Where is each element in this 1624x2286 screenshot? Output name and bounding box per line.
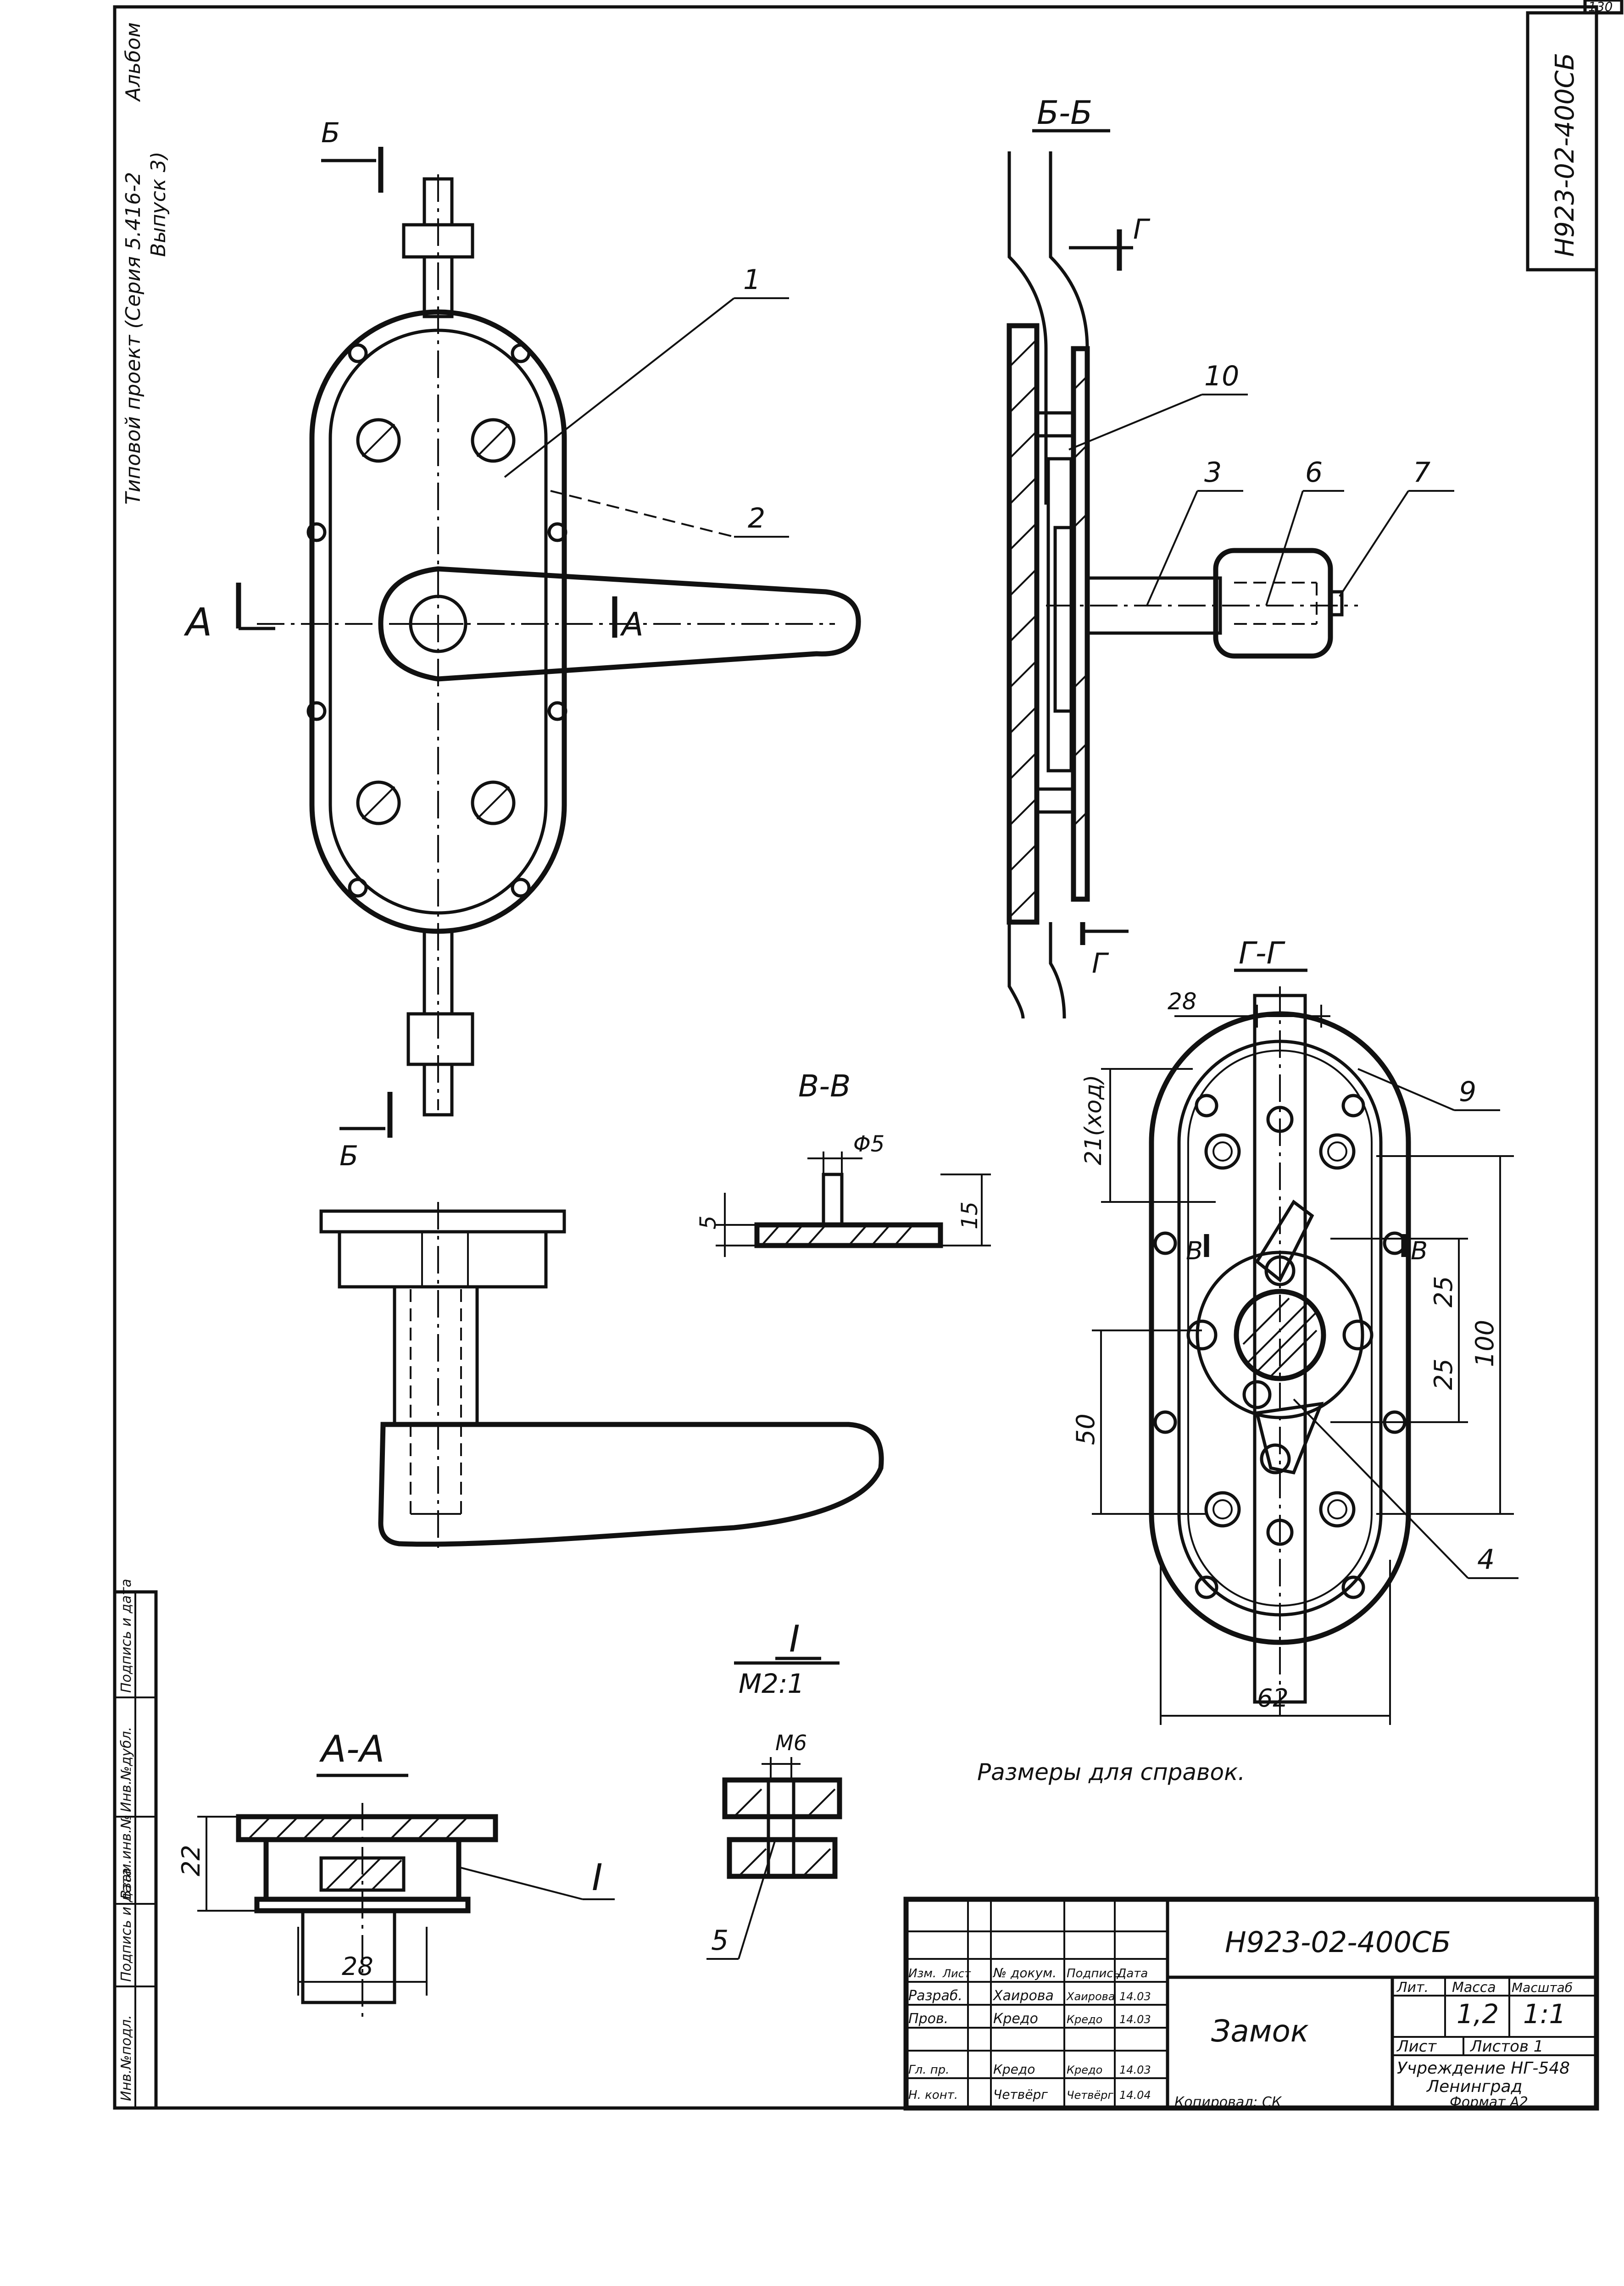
tb-r2-role: Пров. xyxy=(908,2011,948,2027)
detail-i-scale: М2:1 xyxy=(739,1668,804,1699)
tb-r1-sign: Хаирова xyxy=(1066,1990,1115,2003)
tb-col-doc: № докум. xyxy=(992,1965,1057,1980)
cut-label-a-left: А xyxy=(184,600,212,645)
dim-25-top: 25 xyxy=(1429,1276,1458,1307)
dim-28-aa: 28 xyxy=(342,1952,373,1981)
section-aa: А-А 22 28 I xyxy=(177,1728,615,2019)
tb-col-date: Дата xyxy=(1117,1967,1148,1980)
tb-hdr-lit: Лит. xyxy=(1396,1980,1429,1996)
callout-3: 3 xyxy=(1204,456,1222,489)
tb-r2-date: 14.03 xyxy=(1119,2013,1151,2026)
cut-label-a-mid: А xyxy=(620,606,644,643)
callout-10: 10 xyxy=(1204,360,1239,392)
tb-r1-role: Разраб. xyxy=(908,1988,962,2004)
left-strip: Инв.№подл. Подпись и дата Взам.инв.№ Инв… xyxy=(113,1579,158,2110)
screws-front xyxy=(356,418,516,825)
callout-6: 6 xyxy=(1305,456,1323,489)
callout-1: 1 xyxy=(743,264,761,296)
tb-r3-name: Кредо xyxy=(993,2062,1035,2077)
tb-r4-name: Четвёрг xyxy=(993,2087,1048,2102)
front-view: Б А xyxy=(184,117,861,1172)
tb-name: Замок xyxy=(1211,2013,1309,2049)
side-note-line1: Типовой проект (Серия 5.416-2 xyxy=(122,172,145,505)
tb-col-izm: Изм. xyxy=(908,1967,936,1980)
cut-label-b-bottom: Б xyxy=(339,1140,358,1172)
tb-scale: 1:1 xyxy=(1523,1998,1566,2030)
tb-r4-role: Н. конт. xyxy=(908,2088,958,2102)
tb-hdr-mass: Масса xyxy=(1452,1980,1496,1996)
dim-62: 62 xyxy=(1257,1684,1289,1713)
dim-100: 100 xyxy=(1470,1320,1499,1367)
cut-label-g-bottom: Г xyxy=(1092,947,1109,979)
handle-side-body xyxy=(378,1422,884,1547)
tb-format: Формат А2 xyxy=(1450,2094,1528,2110)
section-vv-title: В-В xyxy=(798,1068,851,1104)
tb-r3-sign: Кредо xyxy=(1067,2064,1102,2076)
dim-stroke: 21(ход) xyxy=(1080,1075,1107,1165)
screws-gg xyxy=(1204,1133,1356,1528)
cut-label-v-right: В xyxy=(1411,1236,1428,1265)
rivets-front xyxy=(306,343,567,898)
handle-side-view xyxy=(319,1202,884,1551)
tb-sheet: Лист xyxy=(1396,2037,1437,2056)
tb-sheets: Листов 1 xyxy=(1469,2037,1543,2056)
strip-f1: Инв.№подл. xyxy=(118,2015,134,2101)
tb-r4-date: 14.04 xyxy=(1119,2089,1151,2102)
tb-r4-sign: Четвёрг xyxy=(1067,2089,1113,2102)
detail-i-title: I xyxy=(789,1618,800,1660)
cut-label-v-left: В xyxy=(1186,1236,1203,1265)
title-block: Н923-02-400СБ Замок Лит. Масса Масштаб 1… xyxy=(903,1897,1599,2111)
tb-col-list: Лист xyxy=(942,1967,971,1980)
dim-15: 15 xyxy=(957,1201,983,1229)
strip-f4: Инв.№дубл. xyxy=(118,1727,134,1812)
tb-r3-date: 14.03 xyxy=(1119,2064,1151,2076)
tb-r2-sign: Кредо xyxy=(1067,2013,1102,2026)
dim-m6: М6 xyxy=(775,1730,807,1755)
tb-r1-date: 14.03 xyxy=(1119,1990,1151,2003)
dim-25-bottom: 25 xyxy=(1429,1358,1458,1390)
tb-copied: Копировал: СК xyxy=(1174,2094,1282,2110)
tb-col-sign: Подпись xyxy=(1067,1967,1120,1980)
callout-2: 2 xyxy=(748,502,765,534)
callout-9: 9 xyxy=(1459,1076,1476,1108)
tb-mass: 1,2 xyxy=(1457,1998,1499,2030)
strip-f2: Подпись и дата xyxy=(118,1868,134,1982)
tb-r1-name: Хаирова xyxy=(992,1988,1054,2004)
strip-f3: Взам.инв.№ xyxy=(118,1814,134,1899)
callout-4: 4 xyxy=(1477,1544,1495,1576)
callout-7: 7 xyxy=(1413,456,1430,489)
tb-org2: Ленинград xyxy=(1426,2077,1522,2096)
tb-org1: Учреждение НГ-548 xyxy=(1397,2059,1570,2078)
dim-28-gg: 28 xyxy=(1168,988,1197,1015)
section-aa-title: А-А xyxy=(319,1728,384,1770)
detail-i: I М2:1 М6 5 xyxy=(706,1618,842,1960)
dim-50: 50 xyxy=(1071,1413,1100,1445)
tb-doc-code: Н923-02-400СБ xyxy=(1225,1925,1451,1959)
side-note-line2: Выпуск 3) xyxy=(147,151,170,257)
dim-phi5: Φ5 xyxy=(853,1131,884,1157)
section-gg: Г-Г В В xyxy=(1071,935,1518,1725)
callout-5: 5 xyxy=(711,1924,729,1957)
strip-f5: Подпись и дата xyxy=(118,1579,134,1693)
tb-r3-role: Гл. пр. xyxy=(908,2063,949,2077)
section-bb: Б-Б Г xyxy=(1007,94,1454,1019)
handle-front xyxy=(378,566,861,682)
cut-label-g-top: Г xyxy=(1133,213,1151,245)
doc-code-top: Н923-02-400СБ xyxy=(1550,53,1580,257)
detail-ref-i: I xyxy=(592,1856,603,1899)
section-vv: В-В Φ5 5 15 xyxy=(695,1068,991,1257)
dim-22: 22 xyxy=(177,1845,206,1876)
tb-hdr-scale: Масштаб xyxy=(1512,1980,1573,1995)
sheet-frame: 130 Н923-02-400СБ Типовой проект (Серия … xyxy=(113,0,1624,2110)
section-gg-title: Г-Г xyxy=(1239,935,1286,971)
tb-r2-name: Кредо xyxy=(993,2011,1038,2027)
note-reference-dims: Размеры для справок. xyxy=(977,1759,1245,1785)
dim-5: 5 xyxy=(695,1215,721,1229)
cut-label-b-top: Б xyxy=(321,117,340,149)
side-note-album: Альбом xyxy=(122,22,145,102)
section-bb-title: Б-Б xyxy=(1037,94,1092,132)
